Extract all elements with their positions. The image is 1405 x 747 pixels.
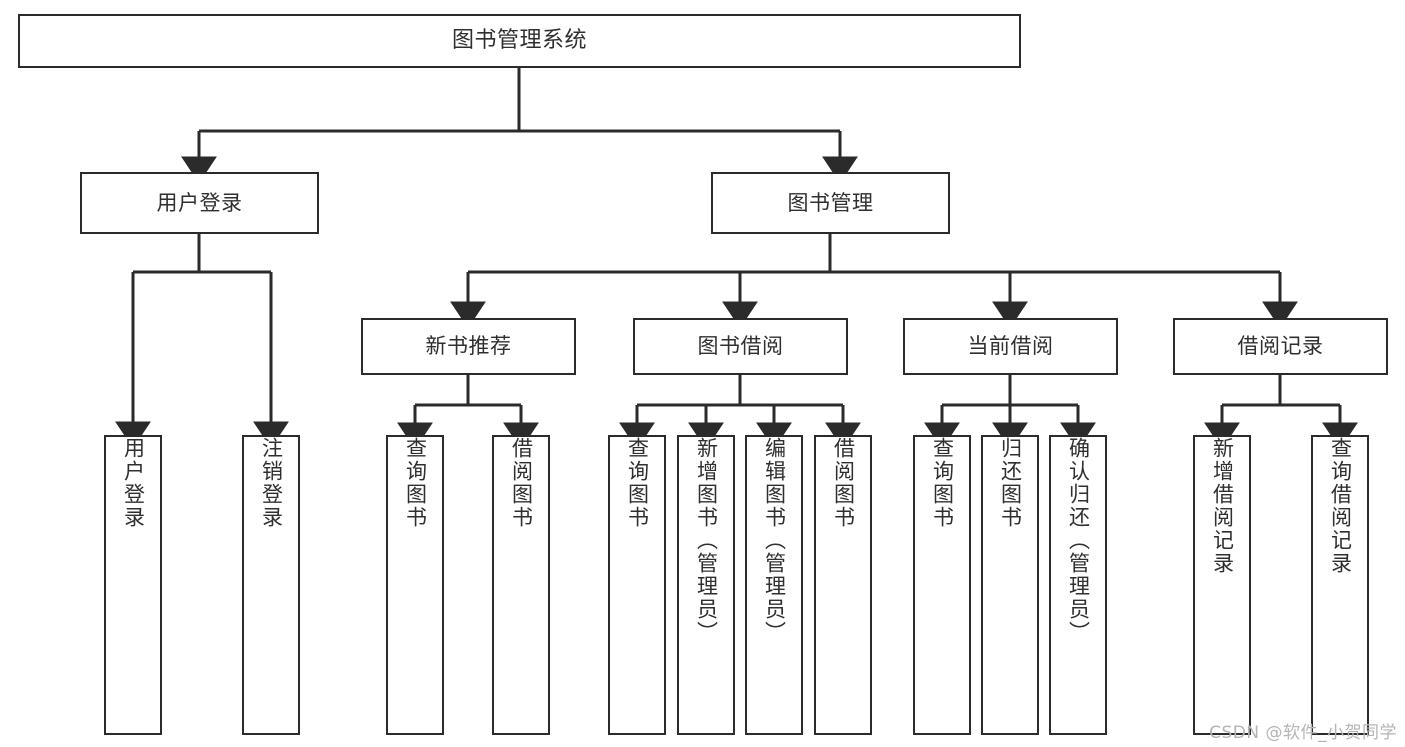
leaf-cb-return-book-label: 归还图书 [998, 437, 1023, 529]
node-book-borrow-label: 图书借阅 [697, 334, 784, 359]
leaf-bb-query-book-label: 查询图书 [625, 437, 650, 529]
node-current-borrow[interactable]: 当前借阅 [903, 318, 1118, 375]
node-book-manage[interactable]: 图书管理 [711, 172, 950, 234]
leaf-bb-edit-book[interactable]: 编辑图书（管理员） [745, 435, 803, 735]
leaf-nb-query-book-label: 查询图书 [403, 437, 428, 529]
leaf-cb-confirm-return-label: 确认归还（管理员） [1066, 437, 1091, 644]
leaf-br-query-record-label: 查询借阅记录 [1328, 437, 1353, 575]
node-book-manage-label: 图书管理 [787, 190, 874, 215]
leaf-bb-query-book[interactable]: 查询图书 [608, 435, 666, 735]
leaf-br-add-record-label: 新增借阅记录 [1210, 437, 1235, 575]
node-user-login[interactable]: 用户登录 [80, 172, 319, 234]
leaf-user-login-label: 用户登录 [121, 437, 146, 529]
leaf-logout-label: 注销登录 [259, 437, 284, 529]
leaf-cb-return-book[interactable]: 归还图书 [981, 435, 1039, 735]
leaf-cb-query-book[interactable]: 查询图书 [913, 435, 971, 735]
node-borrow-record[interactable]: 借阅记录 [1173, 318, 1388, 375]
leaf-nb-borrow-book-label: 借阅图书 [509, 437, 534, 529]
watermark-text: CSDN @软件_小贺同学 [1209, 723, 1397, 743]
leaf-nb-borrow-book[interactable]: 借阅图书 [492, 435, 550, 735]
node-new-book-recommend[interactable]: 新书推荐 [361, 318, 576, 375]
node-borrow-record-label: 借阅记录 [1237, 334, 1324, 359]
node-root-system[interactable]: 图书管理系统 [18, 14, 1021, 68]
leaf-bb-borrow-book[interactable]: 借阅图书 [814, 435, 872, 735]
leaf-cb-query-book-label: 查询图书 [930, 437, 955, 529]
leaf-br-query-record[interactable]: 查询借阅记录 [1311, 435, 1369, 735]
leaf-br-add-record[interactable]: 新增借阅记录 [1193, 435, 1251, 735]
leaf-bb-add-book[interactable]: 新增图书（管理员） [677, 435, 735, 735]
leaf-bb-edit-book-label: 编辑图书（管理员） [762, 437, 787, 644]
leaf-user-login[interactable]: 用户登录 [104, 435, 162, 735]
leaf-bb-add-book-label: 新增图书（管理员） [694, 437, 719, 644]
leaf-cb-confirm-return[interactable]: 确认归还（管理员） [1049, 435, 1107, 735]
node-user-login-label: 用户登录 [156, 190, 243, 215]
node-book-borrow[interactable]: 图书借阅 [633, 318, 848, 375]
node-current-borrow-label: 当前借阅 [967, 334, 1054, 359]
leaf-bb-borrow-book-label: 借阅图书 [831, 437, 856, 529]
leaf-nb-query-book[interactable]: 查询图书 [386, 435, 444, 735]
node-new-book-recommend-label: 新书推荐 [425, 334, 512, 359]
leaf-logout[interactable]: 注销登录 [242, 435, 300, 735]
node-root-system-label: 图书管理系统 [451, 28, 587, 54]
